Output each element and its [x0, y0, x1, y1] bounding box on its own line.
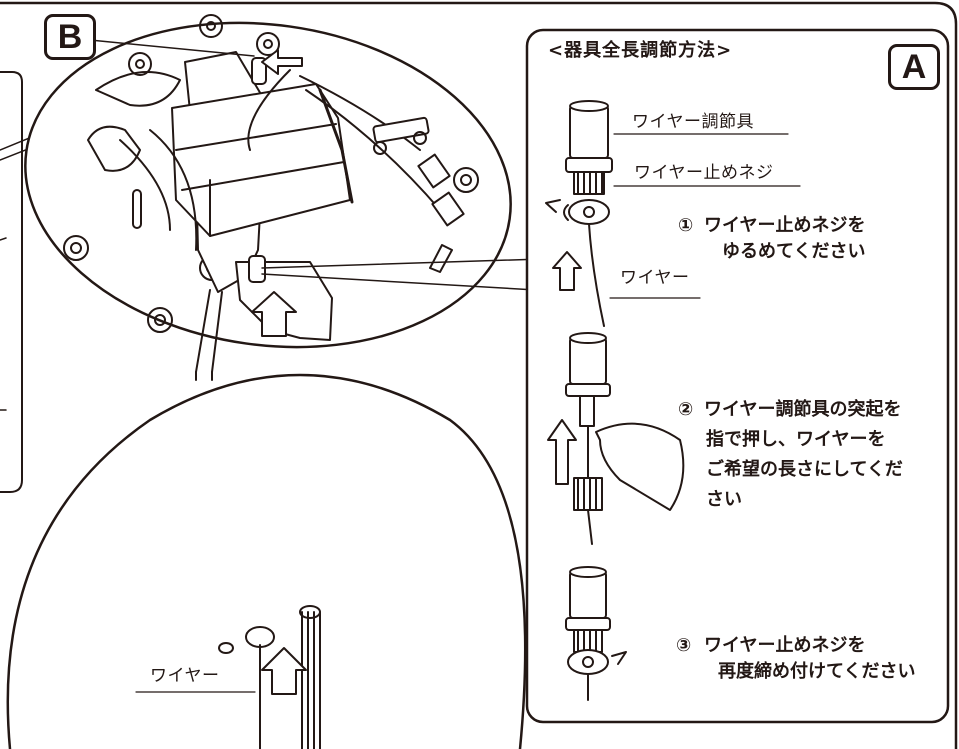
step2-number: ②	[678, 399, 694, 420]
leader-line-b	[89, 39, 255, 57]
step2-line3: ご希望の長さにしてくだ	[706, 459, 903, 480]
badge-b: B	[44, 14, 96, 60]
step1-illustration	[545, 100, 801, 327]
ceiling-canopy	[24, 14, 512, 373]
step2-line1: ワイヤー調節具の突起を	[704, 399, 902, 420]
rotate-arrow-icon	[611, 651, 627, 665]
badge-a: A	[888, 44, 940, 90]
stop-screw-label: ワイヤー止めネジ	[634, 163, 774, 183]
up-arrow-icon	[547, 419, 577, 485]
panel-title: <器具全長調節方法>	[548, 40, 733, 61]
step3-line2: 再度締め付けてください	[718, 661, 916, 682]
wire-label-right: ワイヤー	[620, 268, 690, 288]
step3-illustration	[565, 566, 627, 701]
step3-number: ③	[676, 635, 692, 656]
step1-line1: ワイヤー止めネジを	[704, 215, 866, 236]
step1-number: ①	[678, 215, 694, 236]
leader-line-a	[261, 257, 573, 293]
adjuster-label: ワイヤー調節具	[632, 112, 754, 132]
wire-label-left: ワイヤー	[150, 666, 220, 686]
left-arrow-icon	[261, 49, 303, 75]
lamp-shade	[6, 371, 527, 749]
rotate-arrow-icon	[545, 199, 561, 213]
up-arrow-icon	[251, 291, 297, 337]
up-arrow-icon	[261, 647, 307, 695]
left-callout-box	[0, 71, 23, 493]
step2-line2: 指で押し、ワイヤーを	[706, 429, 886, 450]
up-arrow-icon	[552, 251, 582, 291]
step1-line2: ゆるめてください	[722, 241, 866, 262]
step3-line1: ワイヤー止めネジを	[704, 635, 866, 656]
method-panel	[525, 28, 950, 724]
step2-illustration	[547, 332, 685, 545]
step2-line4: さい	[706, 489, 742, 510]
